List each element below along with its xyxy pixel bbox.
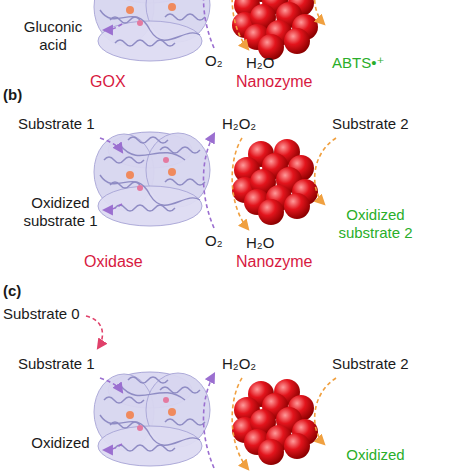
product-label: H₂O [246,234,274,252]
nanozyme-particle [232,0,318,60]
nanozyme-particle [232,139,318,225]
enzyme-name: GOX [90,72,126,91]
enzyme-structure [94,0,210,61]
reaction-arrows [100,134,336,229]
substrate-label: Substrate 1 [18,355,95,373]
product-label: Oxidized [18,434,103,452]
nanozyme-particle [232,379,318,465]
product-label: H₂O₂ [222,355,256,373]
enzyme-name: Nanozyme [236,252,312,271]
reactant-label: O₂ [205,52,223,70]
product-label: Gluconic acid [20,18,86,54]
enzyme-name: Oxidase [84,252,143,271]
product-label: Oxidized substrate 1 [18,194,103,230]
product-label: Oxidized [333,446,418,464]
substrate-label: Substrate 0 [3,305,80,323]
substrate-label: Substrate 2 [332,115,409,133]
product-label: H₂O₂ [222,115,256,133]
substrate-label: Substrate 2 [332,355,409,373]
panel-letter: (c) [3,282,21,300]
reactant-label: O₂ [205,232,223,250]
panel-letter: (b) [3,86,22,104]
substrate-label: Substrate 1 [18,115,95,133]
reaction-arrows [100,0,336,49]
enzyme-structure [94,132,210,226]
product-label: Oxidized substrate 2 [333,206,418,242]
enzyme-name: Nanozyme [236,72,312,91]
product-label: H₂O [246,54,274,72]
cascade-arrow [86,316,102,348]
product-label: ABTS•⁺ [332,54,384,72]
reaction-arrows [100,374,336,469]
enzyme-structure [94,372,210,466]
